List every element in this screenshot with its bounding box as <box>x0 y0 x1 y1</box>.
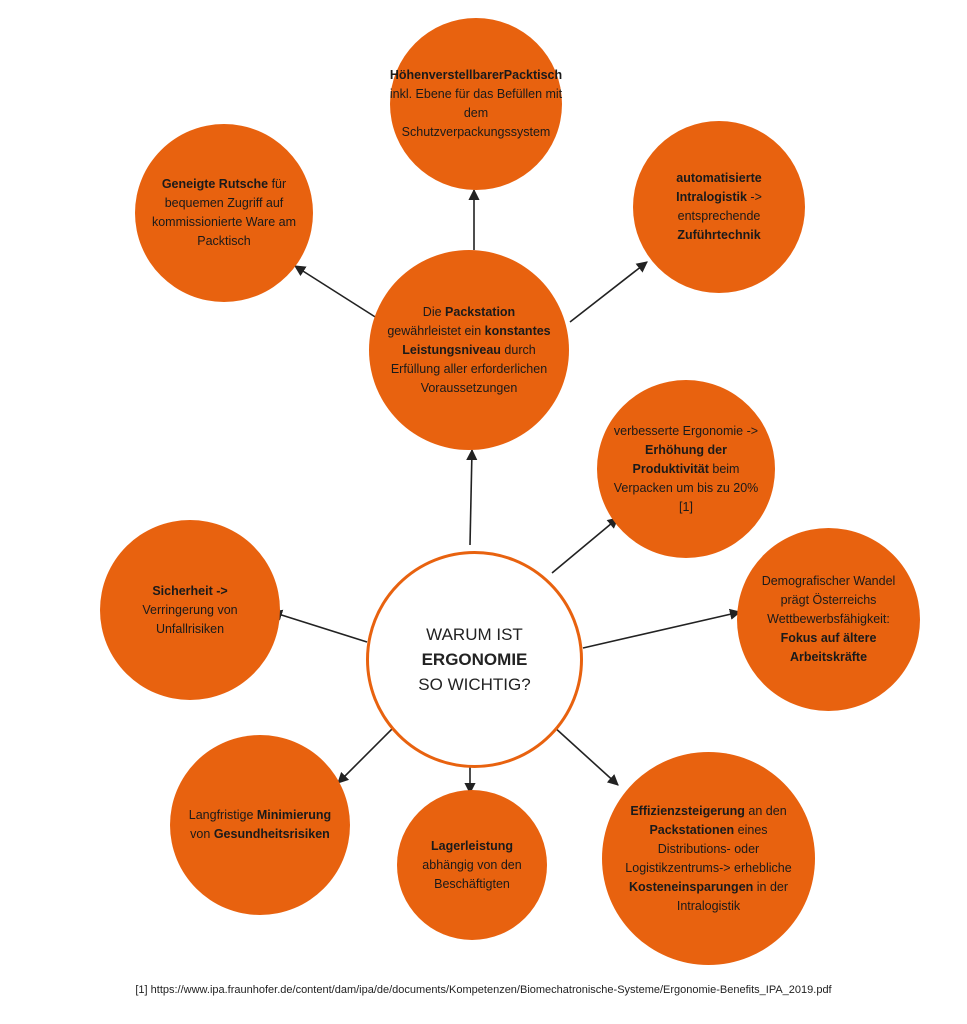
text-segment: Zuführtechnik <box>677 228 761 242</box>
text-segment: Gesundheitsrisiken <box>213 827 330 841</box>
footnote: [1] https://www.ipa.fraunhofer.de/conten… <box>135 984 832 996</box>
node-gesundheit: Langfristige Minimierung von Gesundheits… <box>170 735 350 915</box>
text-segment: Verringerung von Unfallrisiken <box>142 602 238 636</box>
text-segment: für bequemen Zugriff auf kommissionierte… <box>151 177 296 248</box>
node-rutsche: Geneigte Rutsche für bequemen Zugriff au… <box>135 124 313 302</box>
text-segment: Fokus auf ältere Arbeitskräfte <box>780 631 877 664</box>
node-lagerleistung-text: Lagerleistung abhängig von den Beschäfti… <box>397 837 547 894</box>
arrow-to-rutsche <box>294 265 381 321</box>
node-demografie: Demografischer Wandel prägt Österreichs … <box>737 528 920 711</box>
text-segment: Effizienzsteigerung <box>630 803 745 818</box>
text-segment: inkl. Ebene für das Befüllen mit dem Sch… <box>389 87 563 139</box>
text-segment: konstantes Leistungsniveau <box>402 323 551 357</box>
text-segment: von <box>190 827 214 841</box>
text-segment: abhängig von den Beschäftigten <box>422 857 522 891</box>
node-intralogistik-text: automatisierte Intralogistik -> entsprec… <box>633 169 805 245</box>
node-sicherheit: Sicherheit -> Verringerung von Unfallris… <box>100 520 280 700</box>
node-intralogistik: automatisierte Intralogistik -> entsprec… <box>633 121 805 293</box>
node-hoehenverstellbar-text: HöhenverstellbarerPacktisch inkl. Ebene … <box>374 66 578 142</box>
text-segment: Erhöhung der Produktivität <box>632 442 727 476</box>
text-segment: eines Distributions- oder Logistikzentru… <box>625 822 792 875</box>
text-segment: Kosteneinsparungen <box>628 879 754 894</box>
text-segment: durch Erfüllung aller erforderlichen Vor… <box>390 342 548 395</box>
text-segment: Sicherheit -> <box>152 583 228 598</box>
node-packstation: Die Packstation gewährleistet ein konsta… <box>369 250 569 450</box>
text-segment: Langfristige <box>188 808 257 822</box>
node-sicherheit-text: Sicherheit -> Verringerung von Unfallris… <box>100 582 280 639</box>
node-packstation-text: Die Packstation gewährleistet ein konsta… <box>369 303 569 398</box>
node-effizienz-text: Effizienzsteigerung an den Packstationen… <box>602 802 815 916</box>
node-gesundheit-text: Langfristige Minimierung von Gesundheits… <box>170 806 350 844</box>
text-segment: gewährleistet ein <box>387 323 485 338</box>
arrow-to-sicherheit <box>270 609 368 643</box>
text-segment: -> entsprechende <box>677 190 762 223</box>
arrow-to-effizienz <box>552 725 619 786</box>
text-segment: beim Verpacken um bis zu 20% [1] <box>613 461 759 514</box>
node-rutsche-text: Geneigte Rutsche für bequemen Zugriff au… <box>135 175 313 251</box>
text-segment: Minimierung <box>256 808 332 822</box>
arrow-to-packstation <box>466 448 478 546</box>
node-hoehenverstellbar: HöhenverstellbarerPacktisch inkl. Ebene … <box>390 18 562 190</box>
text-segment: Demografischer Wandel prägt Österreichs … <box>761 574 896 626</box>
center-circle: WARUM IST ERGONOMIE SO WICHTIG? <box>366 551 583 768</box>
center-line-2: ERGONOMIE <box>421 650 528 669</box>
arrow-to-intralogistik <box>569 261 648 323</box>
text-segment: in der Intralogistik <box>676 879 789 913</box>
node-lagerleistung: Lagerleistung abhängig von den Beschäfti… <box>397 790 547 940</box>
center-line-3: SO WICHTIG? <box>418 675 531 694</box>
text-segment: Packstation <box>445 304 516 319</box>
arrow-to-demografie <box>582 608 742 649</box>
node-effizienz: Effizienzsteigerung an den Packstationen… <box>602 752 815 965</box>
node-produktivitaet: verbesserte Ergonomie -> Erhöhung der Pr… <box>597 380 775 558</box>
arrow-to-gesundheit <box>337 723 398 784</box>
text-segment: Die <box>422 304 446 319</box>
text-segment: Packstationen <box>649 822 735 837</box>
node-demografie-text: Demografischer Wandel prägt Österreichs … <box>737 572 920 667</box>
text-segment: verbesserte Ergonomie -> <box>613 423 759 438</box>
text-segment: Geneigte Rutsche <box>161 177 269 191</box>
text-segment: an den <box>744 803 787 818</box>
text-segment: Packtisch <box>503 68 563 82</box>
center-line-1: WARUM IST <box>426 625 523 644</box>
text-segment: Lagerleistung <box>431 838 513 853</box>
text-segment: automatisierte Intralogistik <box>676 171 762 204</box>
node-produktivitaet-text: verbesserte Ergonomie -> Erhöhung der Pr… <box>597 422 775 517</box>
arrow-to-produktivitaet <box>551 517 619 574</box>
text-segment: Höhenverstellbarer <box>389 68 504 82</box>
